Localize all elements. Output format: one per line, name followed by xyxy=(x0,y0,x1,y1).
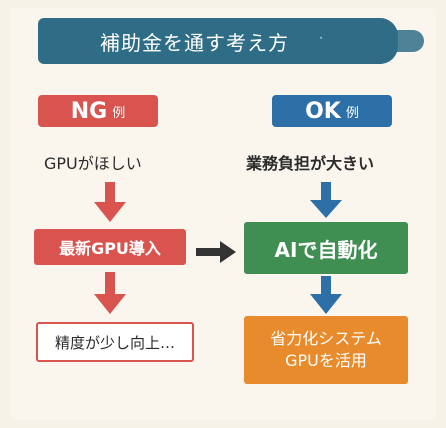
ng-end-box: 精度が少し向上… xyxy=(36,322,194,362)
ng-arrow-down-icon xyxy=(92,182,128,224)
ok-arrow-down-icon xyxy=(308,182,344,220)
sparkle-icon: · xyxy=(319,31,324,45)
ok-example-tag: OK 例 xyxy=(272,95,392,127)
ok-end-line2: GPUを活用 xyxy=(285,351,367,370)
ok-middle-text: AIで自動化 xyxy=(274,237,378,262)
ng-arrow-down-icon xyxy=(92,272,128,316)
ok-tag-sub: 例 xyxy=(345,105,359,121)
right-arrow-icon xyxy=(196,241,238,267)
ok-end-line1: 省力化システム xyxy=(270,328,382,348)
title-banner: 補助金を通す考え方 · xyxy=(38,18,424,64)
ok-middle-box: AIで自動化 xyxy=(244,222,408,274)
ok-start-text: 業務負担が大きい xyxy=(246,154,375,173)
ng-end-text: 精度が少し向上… xyxy=(54,333,175,352)
ng-example-tag: NG 例 xyxy=(38,95,158,127)
diagram-title: 補助金を通す考え方 xyxy=(100,30,289,55)
ng-tag-sub: 例 xyxy=(112,105,126,121)
ok-tag-label: OK xyxy=(305,98,341,124)
ok-arrow-down-icon xyxy=(308,276,344,316)
ng-start-text: GPUがほしい xyxy=(44,154,142,173)
ng-tag-label: NG xyxy=(70,98,108,124)
ng-middle-text: 最新GPU導入 xyxy=(59,239,161,258)
ng-middle-box: 最新GPU導入 xyxy=(34,229,186,265)
ok-end-box: 省力化システム GPUを活用 xyxy=(244,316,408,384)
